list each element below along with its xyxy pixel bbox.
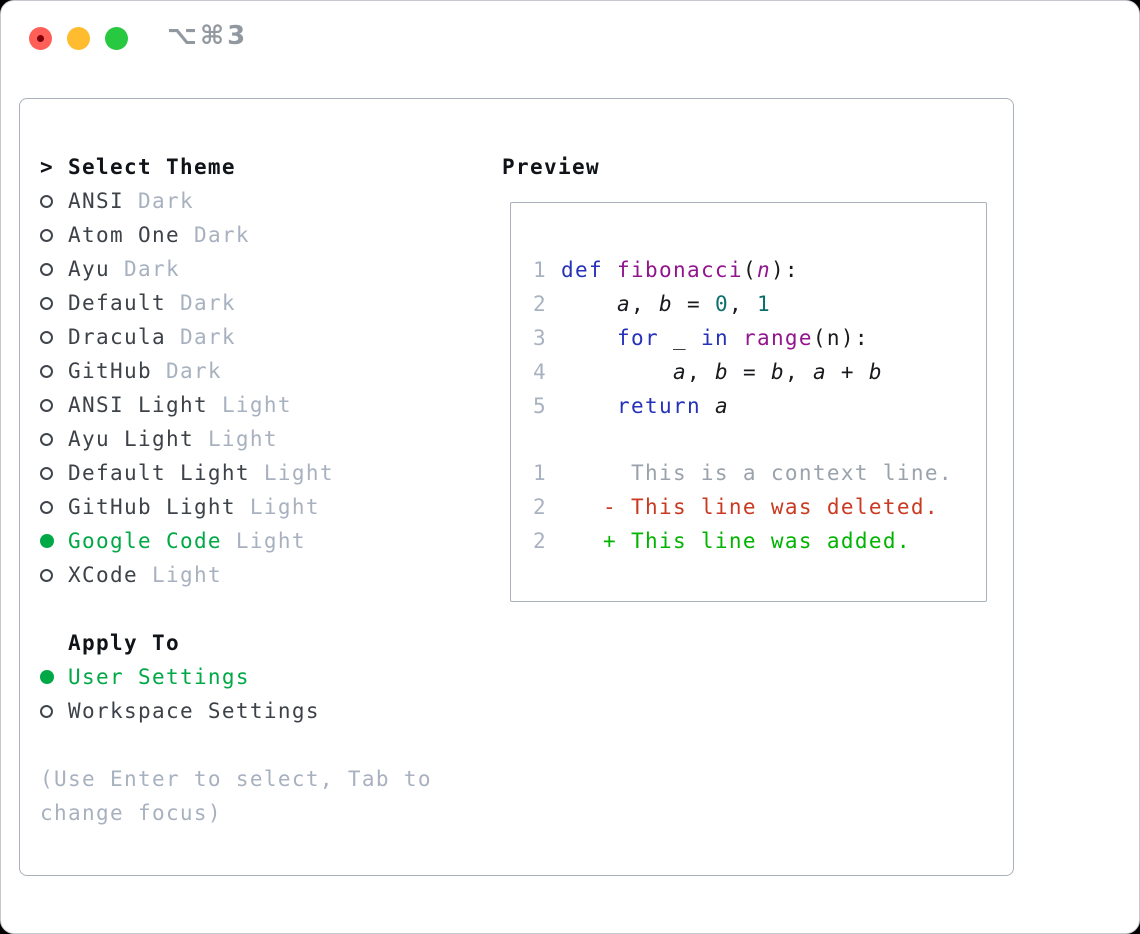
theme-option-xcode[interactable]: XCode Light bbox=[40, 558, 334, 592]
radio-unselected-icon bbox=[40, 398, 53, 412]
code-line: 4 a, b = b, a + b bbox=[533, 360, 883, 384]
apply-option-workspace-settings[interactable]: Workspace Settings bbox=[40, 694, 320, 728]
theme-option-variant: Light bbox=[221, 393, 292, 417]
theme-option-name: Ayu bbox=[68, 257, 124, 281]
minimize-button[interactable] bbox=[67, 27, 90, 50]
line-number: 3 bbox=[533, 326, 547, 350]
theme-option-variant: Light bbox=[207, 427, 278, 451]
theme-option-variant: Light bbox=[151, 563, 222, 587]
hint-line-1: (Use Enter to select, Tab to bbox=[40, 767, 432, 791]
apply-option-user-settings[interactable]: User Settings bbox=[40, 660, 320, 694]
theme-option-variant: Dark bbox=[179, 325, 236, 349]
theme-option-name: GitHub bbox=[68, 359, 166, 383]
focus-prompt-icon: > bbox=[40, 155, 54, 179]
line-number: 4 bbox=[533, 360, 547, 384]
theme-option-variant: Dark bbox=[165, 359, 222, 383]
radio-unselected-icon bbox=[40, 228, 53, 242]
line-number: 5 bbox=[533, 394, 547, 418]
theme-option-name: Dracula bbox=[68, 325, 180, 349]
preview-title: Preview bbox=[502, 155, 600, 179]
theme-option-name: Default bbox=[68, 291, 180, 315]
radio-unselected-icon bbox=[40, 194, 53, 208]
theme-option-variant: Dark bbox=[123, 257, 180, 281]
radio-unselected-icon bbox=[40, 466, 53, 480]
theme-option-name: Default Light bbox=[68, 461, 264, 485]
titlebar: ⌥⌘3 bbox=[1, 1, 1139, 63]
theme-option-variant: Light bbox=[235, 529, 306, 553]
theme-option-ayu-light[interactable]: Ayu Light Light bbox=[40, 422, 334, 456]
radio-selected-icon bbox=[40, 670, 54, 684]
select-theme-header: > Select Theme bbox=[40, 150, 334, 184]
code-line: 2 a, b = 0, 1 bbox=[533, 292, 771, 316]
apply-option-name: Workspace Settings bbox=[68, 699, 320, 723]
keyboard-hint: (Use Enter to select, Tab to change focu… bbox=[40, 762, 432, 830]
radio-unselected-icon bbox=[40, 364, 53, 378]
line-number: 2 bbox=[533, 292, 547, 316]
theme-option-default-light[interactable]: Default Light Light bbox=[40, 456, 334, 490]
line-number: 1 bbox=[533, 258, 547, 282]
select-theme-title: Select Theme bbox=[68, 155, 236, 179]
hint-line-2: change focus) bbox=[40, 801, 222, 825]
line-number: 1 bbox=[533, 461, 547, 485]
theme-option-dracula[interactable]: Dracula Dark bbox=[40, 320, 334, 354]
apply-to-header: Apply To bbox=[40, 626, 320, 660]
radio-unselected-icon bbox=[40, 704, 53, 718]
line-number: 2 bbox=[533, 529, 547, 553]
theme-option-variant: Dark bbox=[179, 291, 236, 315]
diff-line-deleted: 2 - This line was deleted. bbox=[533, 495, 939, 519]
theme-option-variant: Light bbox=[249, 495, 320, 519]
diff-line-context: 1 This is a context line. bbox=[533, 461, 953, 485]
radio-unselected-icon bbox=[40, 432, 53, 446]
radio-unselected-icon bbox=[40, 262, 53, 276]
theme-option-github[interactable]: GitHub Dark bbox=[40, 354, 334, 388]
theme-option-name: Google Code bbox=[68, 529, 236, 553]
radio-unselected-icon bbox=[40, 296, 53, 310]
theme-option-ayu[interactable]: Ayu Dark bbox=[40, 252, 334, 286]
theme-option-variant: Dark bbox=[137, 189, 194, 213]
theme-option-name: Ayu Light bbox=[68, 427, 208, 451]
zoom-button[interactable] bbox=[105, 27, 128, 50]
theme-option-name: ANSI Light bbox=[68, 393, 222, 417]
line-number: 2 bbox=[533, 495, 547, 519]
theme-option-github-light[interactable]: GitHub Light Light bbox=[40, 490, 334, 524]
theme-option-atom-one[interactable]: Atom One Dark bbox=[40, 218, 334, 252]
radio-unselected-icon bbox=[40, 568, 53, 582]
apply-to-title: Apply To bbox=[68, 631, 180, 655]
code-line: 3 for _ in range(n): bbox=[533, 326, 869, 350]
theme-option-ansi-light[interactable]: ANSI Light Light bbox=[40, 388, 334, 422]
radio-unselected-icon bbox=[40, 330, 53, 344]
theme-option-name: Atom One bbox=[68, 223, 194, 247]
theme-option-google-code[interactable]: Google Code Light bbox=[40, 524, 334, 558]
edited-indicator-dot bbox=[37, 35, 44, 42]
theme-option-name: ANSI bbox=[68, 189, 138, 213]
theme-option-variant: Light bbox=[263, 461, 334, 485]
theme-option-variant: Dark bbox=[193, 223, 250, 247]
code-line: 5 return a bbox=[533, 394, 729, 418]
theme-option-name: GitHub Light bbox=[68, 495, 250, 519]
apply-option-name: User Settings bbox=[68, 665, 250, 689]
theme-option-name: XCode bbox=[68, 563, 152, 587]
theme-option-ansi[interactable]: ANSI Dark bbox=[40, 184, 334, 218]
close-button[interactable] bbox=[29, 27, 52, 50]
radio-selected-icon bbox=[40, 534, 54, 548]
diff-line-added: 2 + This line was added. bbox=[533, 529, 911, 553]
window-title: ⌥⌘3 bbox=[167, 21, 249, 51]
radio-unselected-icon bbox=[40, 500, 53, 514]
theme-option-default[interactable]: Default Dark bbox=[40, 286, 334, 320]
